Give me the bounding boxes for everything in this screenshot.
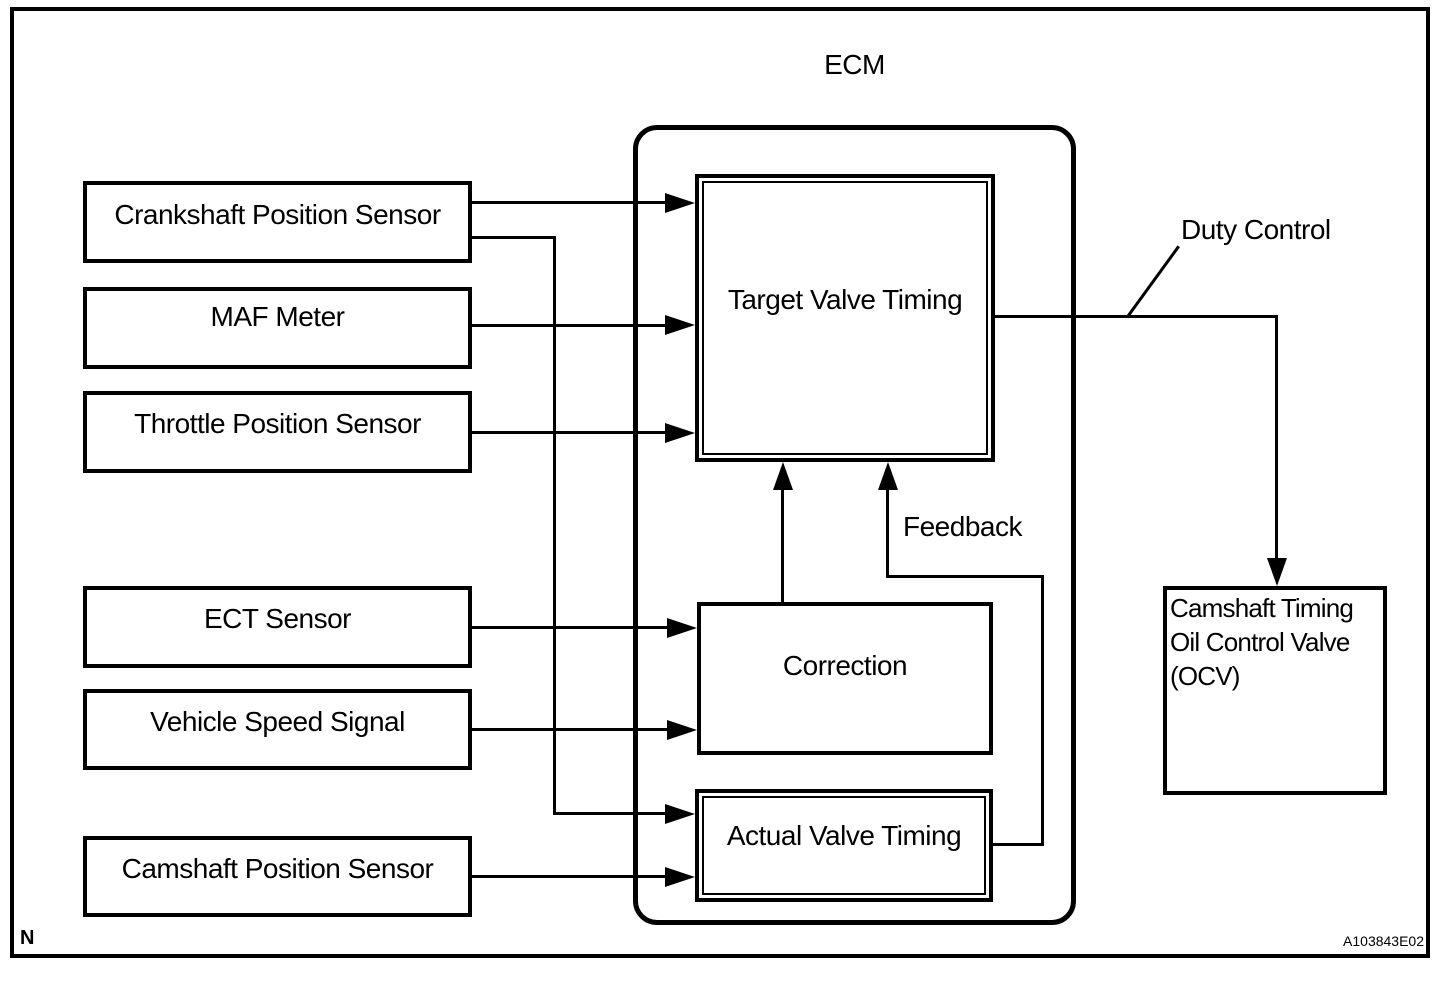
box-throttle-position-sensor: Throttle Position Sensor	[83, 391, 472, 473]
ecm-title: ECM	[824, 49, 885, 80]
box-camshaft-timing-ocv: Camshaft Timing Oil Control Valve (OCV)	[1163, 586, 1387, 795]
box-label: MAF Meter	[210, 301, 345, 332]
box-ect-sensor: ECT Sensor	[83, 586, 472, 668]
connector-feedback-c	[886, 575, 1044, 578]
connector-crankshaft-2a	[472, 236, 556, 239]
connector-feedback-a	[993, 843, 1044, 846]
connector-ect	[472, 626, 670, 629]
box-label: Throttle Position Sensor	[134, 408, 421, 439]
connector-duty-output-h	[995, 315, 1278, 318]
connector-feedback-b	[1041, 575, 1044, 846]
arrowhead-right-icon	[665, 804, 695, 824]
duty-control-label: Duty Control	[1181, 214, 1331, 245]
box-label: Vehicle Speed Signal	[150, 705, 405, 737]
page-border	[10, 7, 1430, 958]
box-label: Target Valve Timing	[727, 284, 963, 315]
box-crankshaft-position-sensor: Crankshaft Position Sensor	[83, 181, 472, 263]
connector-camshaft	[472, 875, 668, 878]
arrowhead-right-icon	[665, 315, 695, 335]
box-label: Correction	[782, 649, 908, 681]
box-label: Crankshaft Position Sensor	[114, 199, 441, 230]
connector-crankshaft-2b	[553, 236, 556, 815]
box-camshaft-position-sensor: Camshaft Position Sensor	[83, 836, 472, 917]
box-label: Camshaft Timing Oil Control Valve (OCV)	[1170, 593, 1354, 691]
connector-feedback-d	[886, 486, 889, 578]
figure-id: A103843E02	[1343, 933, 1424, 949]
box-inner-border: Target Valve Timing	[702, 181, 988, 455]
box-target-valve-timing: Target Valve Timing	[695, 174, 995, 462]
box-label: Camshaft Position Sensor	[121, 852, 434, 884]
arrowhead-right-icon	[665, 423, 695, 443]
box-maf-meter: MAF Meter	[83, 287, 472, 369]
box-vehicle-speed-signal: Vehicle Speed Signal	[83, 689, 472, 770]
arrowhead-right-icon	[667, 720, 697, 740]
arrowhead-down-icon	[1267, 558, 1287, 586]
arrowhead-right-icon	[665, 867, 695, 887]
connector-correction-up	[781, 486, 784, 602]
connector-crankshaft-2c	[553, 812, 668, 815]
connector-crankshaft-1	[472, 201, 668, 204]
connector-throttle	[472, 431, 668, 434]
box-actual-valve-timing: Actual Valve Timing	[695, 789, 993, 902]
arrowhead-up-icon	[773, 462, 793, 490]
box-correction: Correction	[697, 602, 993, 755]
box-label: Actual Valve Timing	[726, 819, 962, 851]
arrowhead-right-icon	[667, 618, 697, 638]
box-inner-border: Actual Valve Timing	[702, 796, 986, 895]
box-label: ECT Sensor	[204, 603, 352, 634]
feedback-label: Feedback	[903, 511, 1022, 542]
arrowhead-right-icon	[665, 193, 695, 213]
connector-duty-output-v	[1275, 315, 1278, 561]
connector-vehicle-speed	[472, 728, 670, 731]
footer-note: N	[20, 927, 35, 949]
connector-maf	[472, 324, 668, 327]
arrowhead-up-icon	[878, 462, 898, 490]
